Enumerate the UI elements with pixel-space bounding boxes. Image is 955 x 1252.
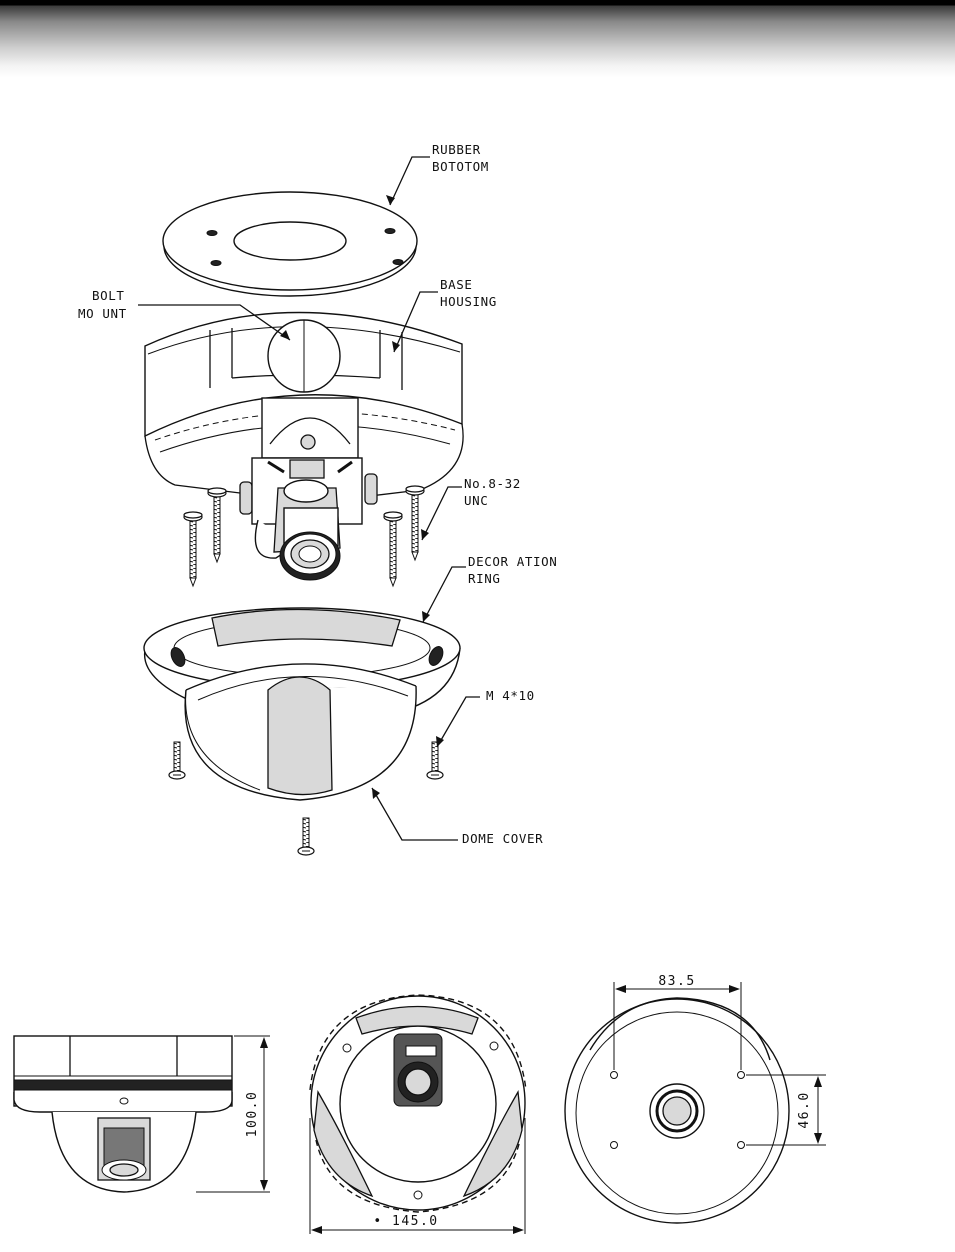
dim-hole-spacing-v-label: 46.0	[797, 1091, 812, 1128]
dimension-diameter: • 145.0	[309, 1118, 526, 1234]
label-dome-cover: DOME COVER	[462, 831, 543, 846]
page-header-bar	[0, 0, 955, 78]
camera-module-part	[251, 397, 363, 581]
base-housing-part	[144, 311, 464, 515]
label-decoration-ring-line1: DECOR ATION	[468, 554, 557, 569]
label-m4-screw: M 4*10	[486, 688, 535, 703]
rubber-bottom-part	[162, 191, 418, 297]
leader-lines	[138, 156, 480, 841]
dome-cover-part	[184, 663, 417, 801]
label-bolt-mount-line1: BOLT	[92, 288, 125, 303]
label-screw-unc-line2: UNC	[464, 493, 488, 508]
dim-diameter-label: • 145.0	[373, 1214, 438, 1229]
side-view	[13, 1035, 233, 1193]
label-bolt-mount-line2: MO UNT	[78, 306, 127, 321]
label-screw-unc-line1: No.8-32	[464, 476, 521, 491]
front-view	[309, 994, 527, 1213]
label-rubber-bottom-line2: BOTOTOM	[432, 159, 489, 174]
dimension-hole-spacing-vertical: 46.0	[746, 1074, 826, 1146]
dim-height-label: 100.0	[245, 1091, 260, 1138]
label-base-housing-line1: BASE	[440, 277, 473, 292]
dimension-hole-spacing-horizontal: 83.5	[613, 974, 742, 1070]
label-base-housing-line2: HOUSING	[440, 294, 497, 309]
bottom-view	[564, 997, 790, 1224]
label-decoration-ring-line2: RING	[468, 571, 501, 586]
dimension-height: 100.0	[196, 1035, 270, 1193]
dim-hole-spacing-h-label: 83.5	[658, 974, 695, 989]
label-rubber-bottom-line1: RUBBER	[432, 142, 481, 157]
